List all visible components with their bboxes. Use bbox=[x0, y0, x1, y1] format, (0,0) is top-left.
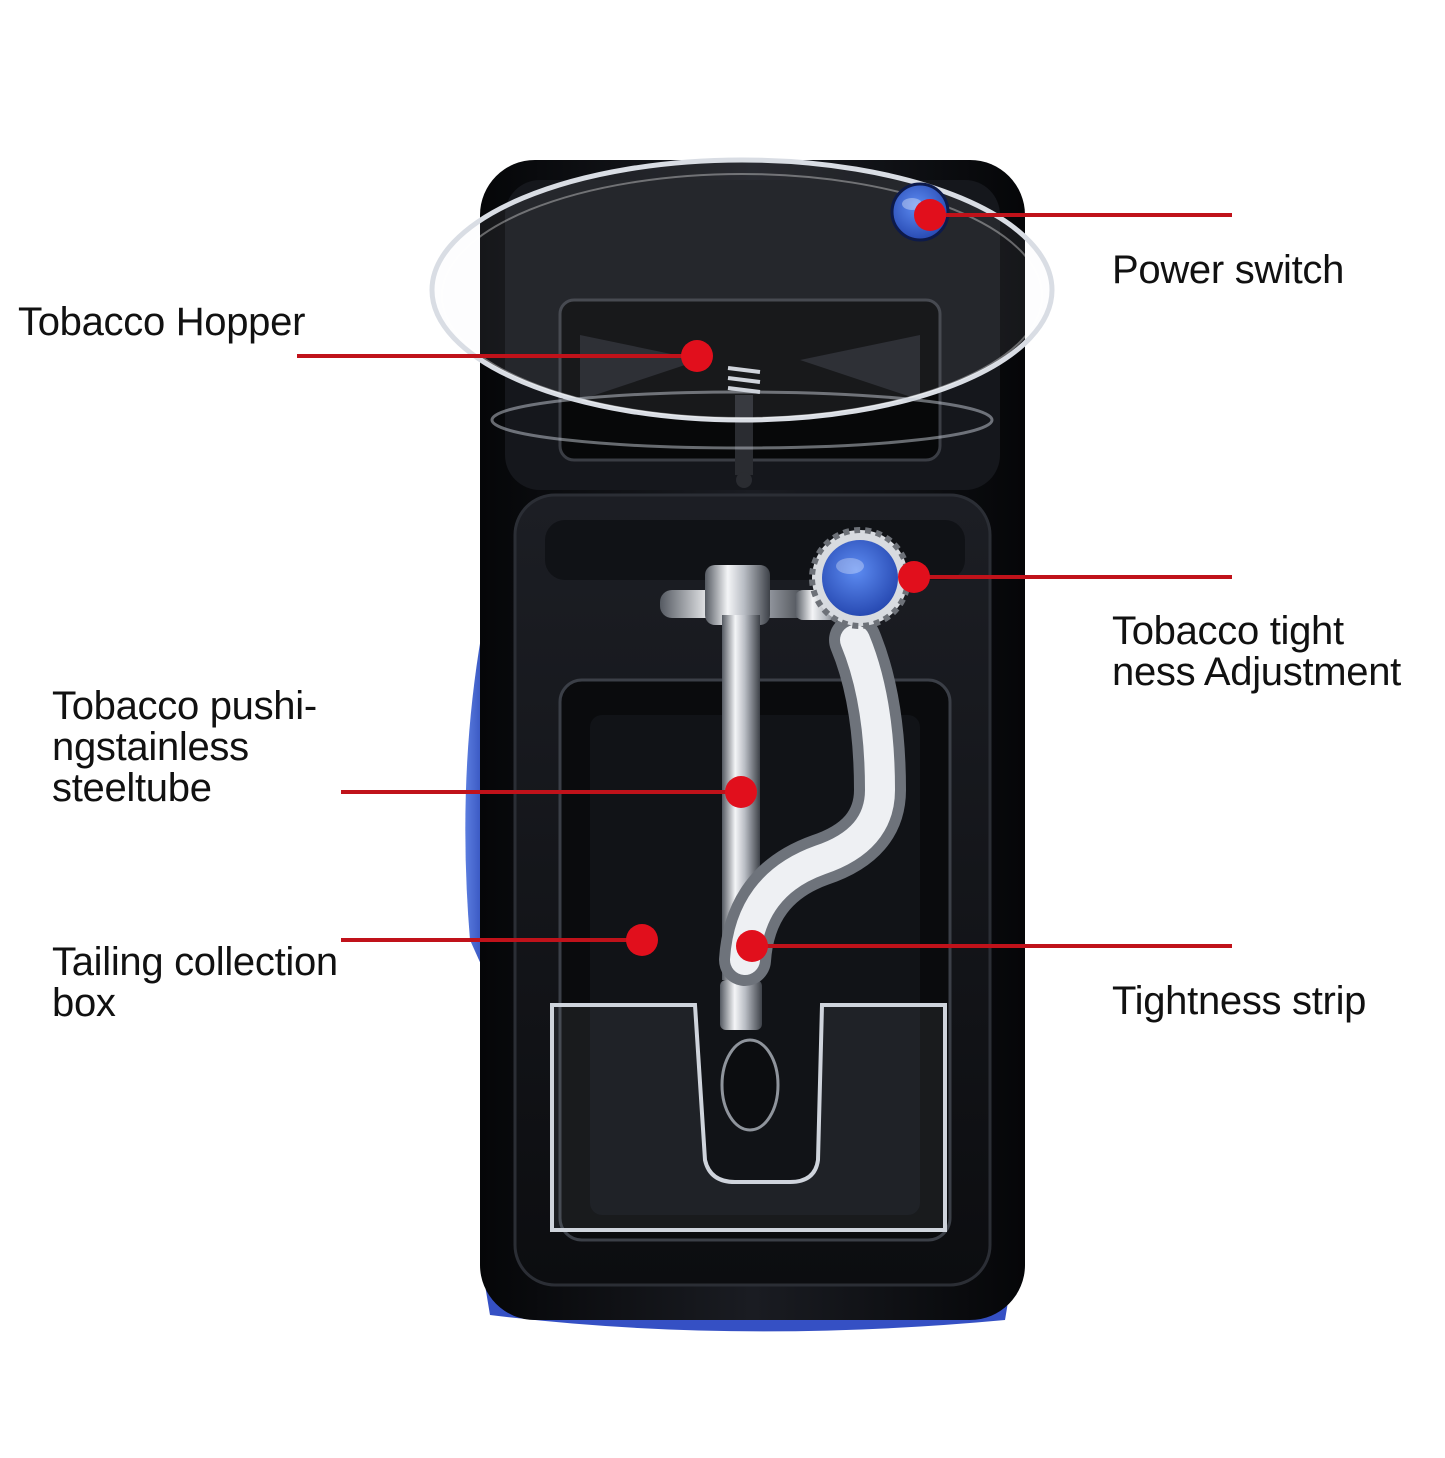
label-tightness-strip-line-1: Tightness strip bbox=[1112, 979, 1367, 1023]
label-tailing-box: Tailing collection box bbox=[52, 942, 338, 1024]
label-stainless-tube-line-3: steeltube bbox=[52, 766, 212, 810]
label-stainless-tube: Tobacco pushi- ngstainless steeltube bbox=[52, 686, 317, 809]
label-tightness-adjustment: Tobacco tight ness Adjustment bbox=[1112, 611, 1401, 693]
label-tightness-adjustment-line-2: ness Adjustment bbox=[1112, 650, 1401, 694]
label-tightness-adjustment-line-1: Tobacco tight bbox=[1112, 609, 1344, 653]
label-tailing-box-line-2: box bbox=[52, 981, 116, 1025]
callout-tightness-strip bbox=[736, 930, 1232, 962]
callout-power-switch bbox=[914, 199, 1232, 231]
label-power-switch-line-1: Power switch bbox=[1112, 248, 1345, 292]
label-tightness-strip: Tightness strip bbox=[1112, 981, 1366, 1022]
label-tobacco-hopper: Tobacco Hopper bbox=[18, 302, 305, 343]
label-stainless-tube-line-2: ngstainless bbox=[52, 725, 249, 769]
label-power-switch: Power switch bbox=[1112, 250, 1344, 291]
callout-tightness-adjustment bbox=[898, 561, 1232, 593]
callout-tailing-box bbox=[341, 924, 658, 956]
blue-gear-knob-icon[interactable] bbox=[809, 527, 911, 629]
label-tobacco-hopper-line-1: Tobacco Hopper bbox=[18, 300, 306, 344]
callout-tobacco-hopper bbox=[297, 340, 713, 372]
label-stainless-tube-line-1: Tobacco pushi- bbox=[52, 684, 317, 728]
hopper-bowl bbox=[429, 157, 1055, 450]
callout-stainless-tube bbox=[341, 776, 757, 808]
label-tailing-box-line-1: Tailing collection bbox=[52, 940, 338, 984]
